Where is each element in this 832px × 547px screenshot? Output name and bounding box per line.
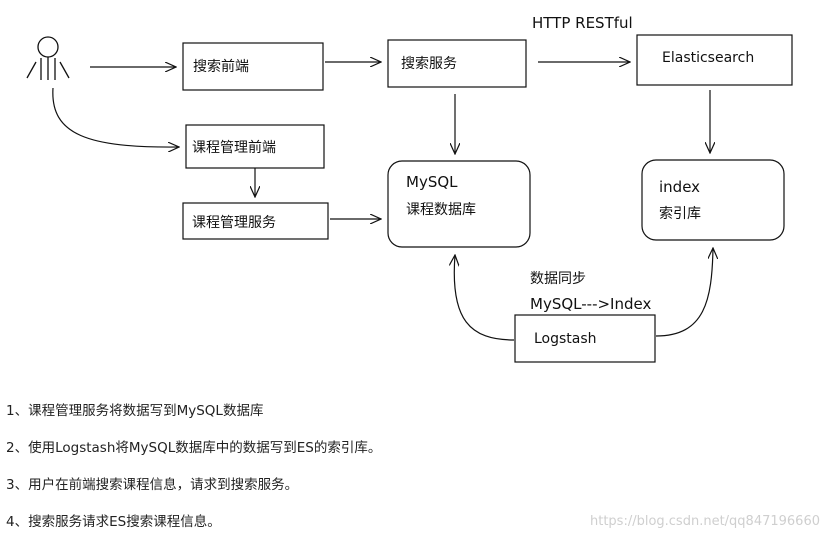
elasticsearch-label: Elasticsearch <box>662 50 754 66</box>
mysql-db-box <box>387 160 531 248</box>
note-item: 1、课程管理服务将数据写到MySQL数据库 <box>6 403 264 419</box>
note-item: 4、搜索服务请求ES搜索课程信息。 <box>6 514 221 530</box>
mysql-db-subtitle: 课程数据库 <box>406 202 476 218</box>
course-mgmt-frontend-label: 课程管理前端 <box>192 139 276 156</box>
arrow-logstash-to-index <box>655 248 713 337</box>
sync-direction-label: MySQL--->Index <box>530 295 651 313</box>
index-subtitle: 索引库 <box>659 205 701 222</box>
course-mgmt-service-box <box>182 202 329 240</box>
search-service-label: 搜索服务 <box>401 55 457 72</box>
mysql-db-title: MySQL <box>406 173 458 191</box>
arrow-logstash-to-mysql <box>454 255 515 341</box>
arrow-user-to-course-frontend <box>52 87 179 147</box>
search-frontend-label: 搜索前端 <box>193 58 249 75</box>
notes-list: 1、课程管理服务将数据写到MySQL数据库 2、使用Logstash将MySQL… <box>6 398 706 546</box>
search-frontend-box <box>182 42 324 91</box>
course-mgmt-service-label: 课程管理服务 <box>192 215 276 231</box>
watermark: https://blog.csdn.net/qq847196660 <box>589 514 820 529</box>
http-restful-label: HTTP RESTful <box>532 14 633 32</box>
architecture-diagram: 搜索前端 搜索服务 Elasticsearch 课程管理前端 课程管理服务 My… <box>26 14 793 363</box>
user-actor-icon <box>26 36 70 80</box>
data-sync-label: 数据同步 <box>530 271 586 287</box>
logstash-label: Logstash <box>534 331 597 347</box>
search-service-box <box>387 39 527 88</box>
logstash-box <box>514 314 656 363</box>
note-item: 2、使用Logstash将MySQL数据库中的数据写到ES的索引库。 <box>6 440 382 456</box>
note-item: 3、用户在前端搜索课程信息，请求到搜索服务。 <box>6 477 299 493</box>
index-box <box>641 159 785 241</box>
index-title: index <box>659 178 700 196</box>
elasticsearch-box <box>636 34 793 86</box>
